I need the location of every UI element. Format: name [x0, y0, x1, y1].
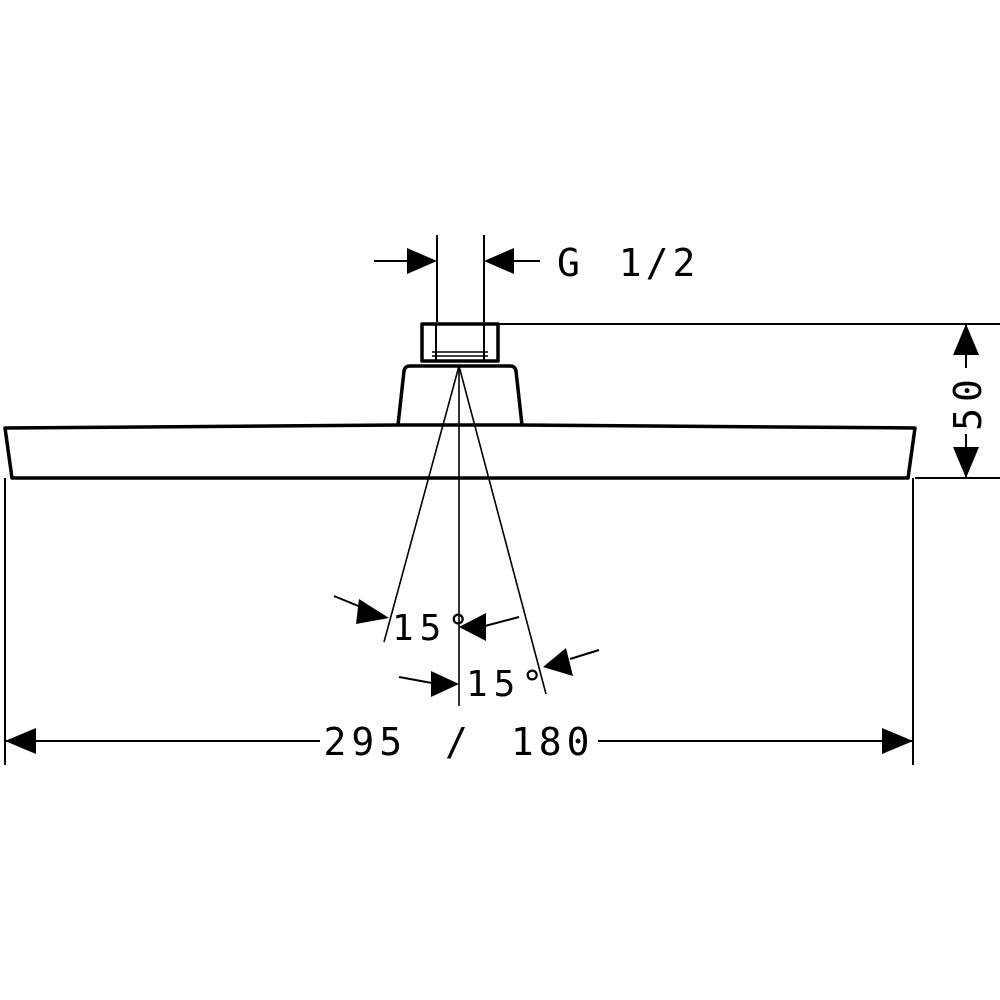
spray-angle-lines	[383, 365, 547, 706]
height-label: 50	[946, 373, 990, 431]
width-dimension	[4, 478, 914, 765]
width-label: 295 / 180	[324, 720, 595, 764]
thread-dimension	[374, 235, 540, 322]
angle-dimension-left	[333, 595, 520, 641]
shower-head-plate	[3, 423, 917, 480]
spray-angle-right-label: 15°	[466, 664, 549, 705]
shower-arm-connector	[396, 322, 524, 426]
thread-size-label: G 1/2	[557, 241, 699, 285]
height-dimension	[498, 323, 1000, 479]
spray-angle-left-label: 15°	[392, 608, 475, 649]
angle-dimension-right	[398, 648, 600, 697]
